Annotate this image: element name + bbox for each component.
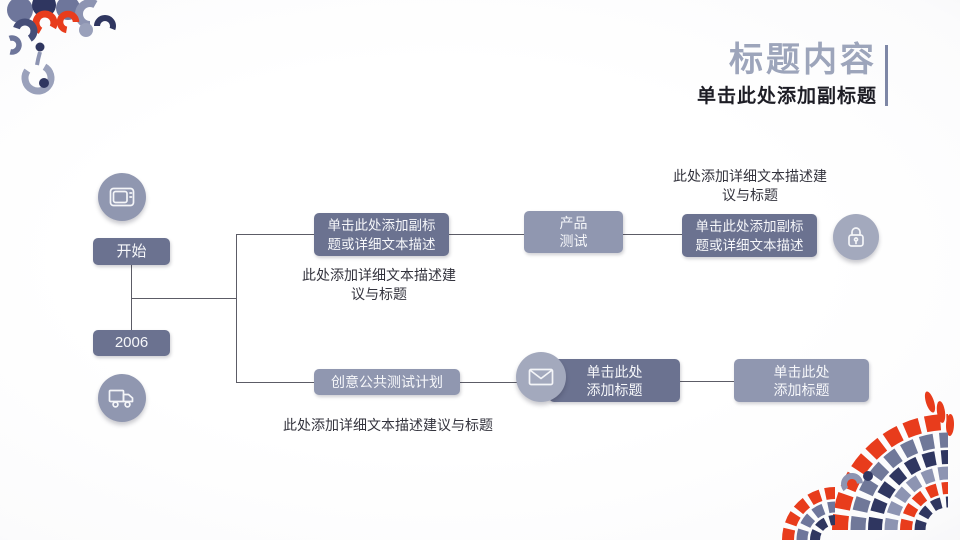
connector-box5-box6 — [680, 381, 734, 382]
page-title: 标题内容 — [729, 41, 877, 79]
connector-start-year — [131, 265, 132, 330]
title-block: 标题内容 单击此处添加副标题 — [697, 40, 877, 108]
node-top-box1: 单击此处添加副标 题或详细文本描述 — [314, 213, 449, 256]
node-year: 2006 — [93, 330, 170, 356]
connector-top-branch — [236, 234, 314, 235]
node-bottom-box2: 单击此处 添加标题 — [549, 359, 680, 402]
ornament-bottom-right — [782, 391, 955, 540]
connector-box4-mail — [460, 382, 518, 383]
node-top-box3: 单击此处添加副标 题或详细文本描述 — [682, 214, 817, 257]
node-bottom-box3: 单击此处 添加标题 — [734, 359, 869, 402]
connector-bracket — [236, 234, 237, 382]
ornament-top-left — [2, 0, 116, 95]
page-subtitle: 单击此处添加副标题 — [696, 86, 877, 107]
connector-bottom-branch — [236, 382, 314, 383]
caption-bottom: 此处添加详细文本描述建议与标题 — [283, 417, 493, 433]
mail-icon — [528, 368, 554, 386]
node-start: 开始 — [93, 238, 170, 265]
connector-trunk — [131, 298, 236, 299]
caption-top-left: 此处添加详细文本描述建 议与标题 — [302, 267, 456, 302]
mail-badge — [516, 352, 566, 402]
node-creative-plan: 创意公共测试计划 — [314, 369, 460, 395]
connector-box1-box2 — [449, 234, 524, 235]
truck-icon — [108, 389, 134, 408]
truck-badge — [98, 374, 146, 422]
lock-badge — [833, 214, 879, 260]
title-accent-bar — [885, 45, 888, 106]
lock-icon — [848, 227, 864, 247]
connector-box2-box3 — [623, 234, 682, 235]
caption-top-right: 此处添加详细文本描述建 议与标题 — [673, 168, 827, 203]
tv-icon — [109, 187, 135, 207]
tv-badge — [98, 173, 146, 221]
node-product-test: 产品 测试 — [524, 211, 623, 253]
